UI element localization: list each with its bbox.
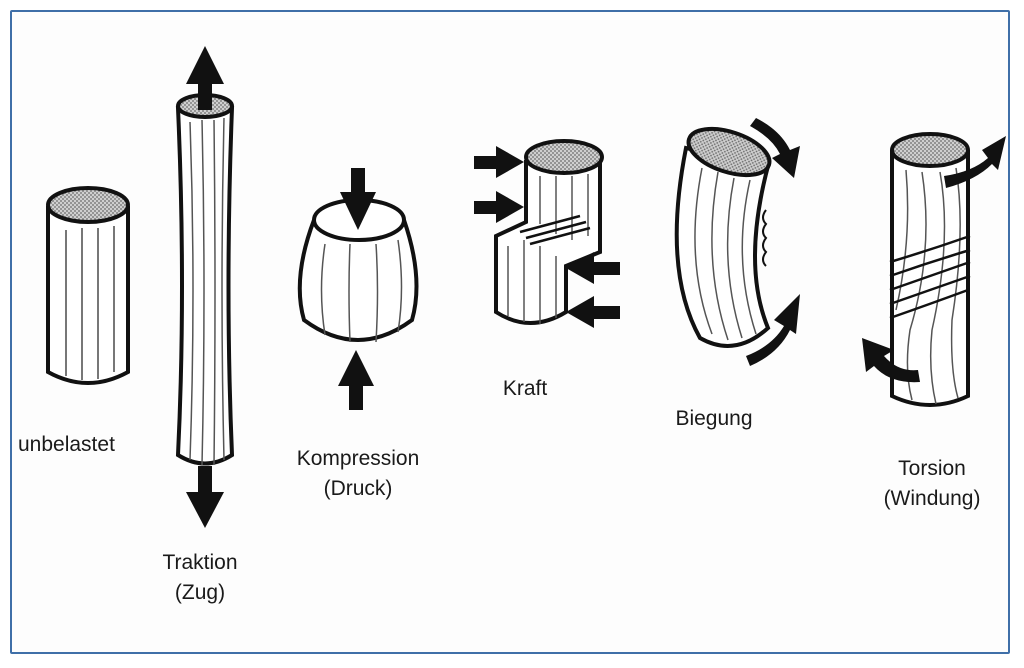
label-shear: Kraft [502, 377, 548, 400]
label-unloaded: unbelastet [18, 433, 115, 456]
force-arrow-icon [338, 168, 376, 410]
shear-cylinder [494, 139, 604, 325]
compressed-cylinder [297, 198, 419, 343]
twisted-cylinder [889, 132, 971, 407]
bent-cylinder [674, 126, 772, 348]
traction-cylinder [175, 93, 235, 466]
label-compression: Kompression (Druck) [296, 447, 420, 500]
label-torsion: Torsion (Windung) [883, 457, 981, 510]
rotation-arrow-icon [746, 118, 800, 366]
unloaded-cylinder [46, 186, 130, 385]
rotation-arrow-icon [862, 136, 1006, 383]
label-traction: Traktion (Zug) [162, 551, 238, 604]
force-arrow-icon [186, 46, 224, 528]
label-bending: Biegung [675, 407, 753, 430]
force-arrow-icon [474, 146, 620, 328]
